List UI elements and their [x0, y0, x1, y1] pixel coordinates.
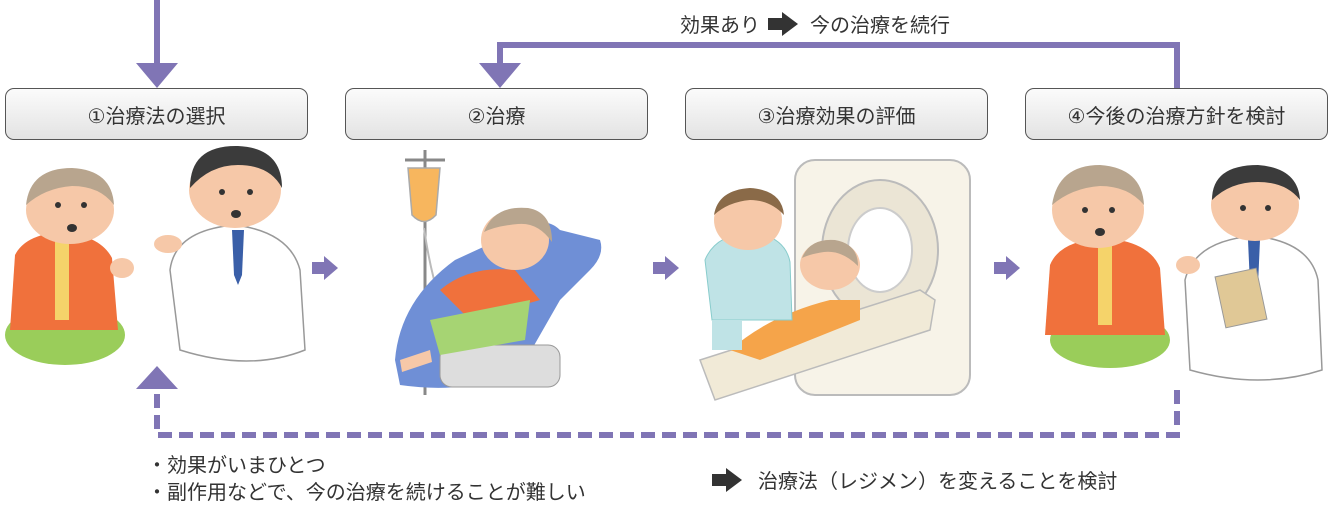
- step-box-1: ①治療法の選択: [5, 88, 308, 140]
- change-regimen-text: 治療法（レジメン）を変えることを検討: [758, 469, 1118, 493]
- change-conditions-list: ・効果がいまひとつ ・副作用などで、今の治療を続けることが難しい: [147, 452, 586, 506]
- continue-note-action: 今の治療を続行: [810, 13, 950, 37]
- continue-note: 効果あり 今の治療を続行: [680, 9, 950, 38]
- right-arrow-icon: [712, 467, 742, 492]
- illustration-iv-drip: [395, 150, 602, 395]
- illustration-consultation: [5, 145, 306, 365]
- change-condition-item: ・効果がいまひとつ: [147, 453, 326, 477]
- right-arrow-icon: [768, 11, 798, 36]
- illustration-follow-up: [1045, 165, 1323, 381]
- step-arrow-3: [994, 256, 1020, 280]
- step-box-2: ②治療: [345, 88, 648, 140]
- step-arrow-1: [312, 256, 338, 280]
- continue-note-condition: 効果あり: [680, 13, 760, 37]
- change-regimen-note: 治療法（レジメン）を変えることを検討: [712, 465, 1117, 494]
- change-loop-line: [154, 388, 1180, 438]
- entry-arrowhead: [136, 63, 178, 88]
- change-loop-arrowhead: [136, 366, 178, 389]
- continue-loop-arrowhead: [479, 63, 521, 88]
- step-box-4: ④今後の治療方針を検討: [1025, 88, 1328, 140]
- step-box-3: ③治療効果の評価: [685, 88, 988, 140]
- change-condition-item: ・副作用などで、今の治療を続けることが難しい: [147, 480, 586, 504]
- continue-loop-line: [497, 42, 1180, 88]
- illustration-ct-scan: [699, 159, 971, 401]
- step-arrow-2: [653, 256, 679, 280]
